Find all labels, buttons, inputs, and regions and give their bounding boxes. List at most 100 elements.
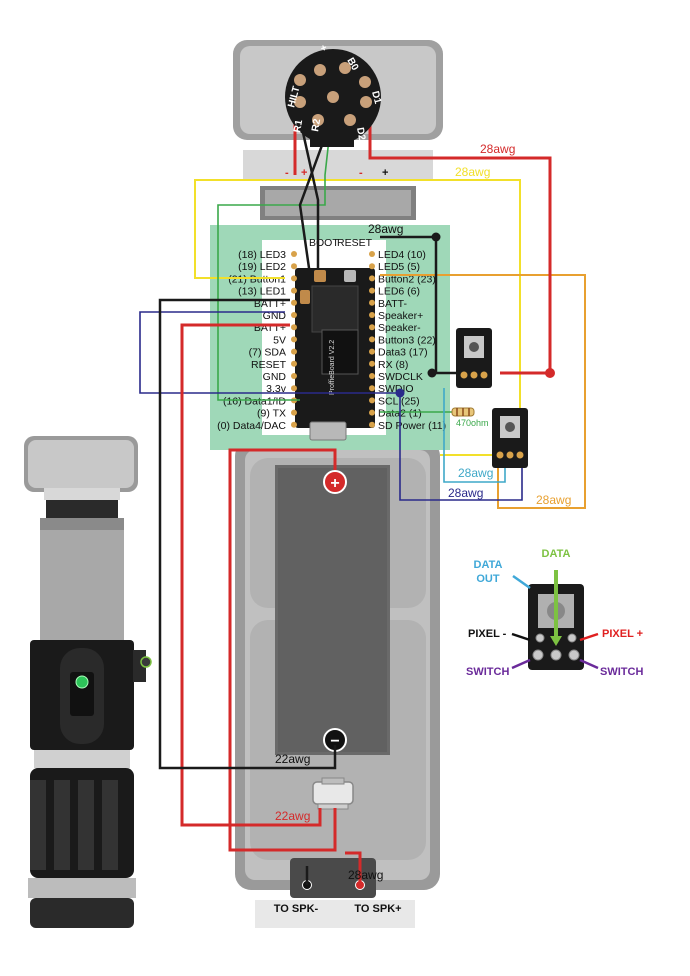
board-pin-headers xyxy=(291,251,375,428)
right-pin-pad xyxy=(369,287,375,294)
connector-pin-label: R2 xyxy=(310,118,323,133)
connector-pin-label: + xyxy=(319,42,328,54)
red-wire-junction xyxy=(545,368,555,378)
left-pin-label: (18) LED3 xyxy=(238,249,286,261)
data-out-arrow xyxy=(512,574,531,590)
awg-label-22-red: 22awg xyxy=(275,809,310,823)
legend-data-out-line1: DATA xyxy=(474,559,503,571)
resistor-label: 470ohm xyxy=(456,418,489,428)
right-pin-label: SWDCLK xyxy=(378,371,423,383)
switch-left-arrow xyxy=(511,658,531,670)
orange-wire xyxy=(380,274,586,509)
left-pin-pad xyxy=(291,251,297,257)
right-pin-pad xyxy=(369,263,375,270)
right-pin-pad xyxy=(369,324,375,331)
battery-plus-symbol: + xyxy=(330,475,339,492)
right-pin-label: SCL (25) xyxy=(378,395,420,407)
black-wire-junction-top xyxy=(431,232,441,242)
right-pin-pad xyxy=(369,421,375,428)
switch-right-arrow xyxy=(579,658,599,670)
awg-label-red: 28awg xyxy=(480,142,515,156)
black-wire-junction-mid xyxy=(427,368,437,378)
left-pin-label: GND xyxy=(263,371,287,383)
proffie-board: ProffieBoard V2.2 xyxy=(295,268,375,441)
awg-label-navy: 28awg xyxy=(448,486,483,500)
left-pin-label: (0) Data4/DAC xyxy=(217,420,286,432)
right-pin-label: LED5 (5) xyxy=(378,261,420,273)
left-pin-label: (19) LED2 xyxy=(238,261,286,273)
awg-label-yellow: 28awg xyxy=(455,165,490,179)
left-pin-pad xyxy=(291,336,297,343)
conn-minus-2: - xyxy=(359,167,363,179)
connector-pin-label: HILT xyxy=(286,85,302,109)
resistor xyxy=(451,407,475,417)
left-pin-pad xyxy=(291,385,297,392)
legend-data-label: DATA xyxy=(542,548,571,560)
right-pin-pad xyxy=(369,251,375,257)
legend-data-out-line2: OUT xyxy=(476,573,500,585)
awg-label-speaker: 28awg xyxy=(348,868,383,882)
right-pin-pad xyxy=(369,385,375,392)
conn-plus-2: + xyxy=(382,167,388,179)
awg-label-black: 28awg xyxy=(368,222,403,236)
red-wire-speaker xyxy=(345,851,362,885)
conn-plus-1: + xyxy=(301,167,307,179)
saber-hilt-illustration xyxy=(24,436,152,928)
red-wire-batt-plus xyxy=(228,448,337,852)
cyan-wire xyxy=(443,388,506,483)
right-pin-pad xyxy=(369,373,375,379)
legend-switch-right: SWITCH xyxy=(600,666,643,678)
left-pin-label: (9) TX xyxy=(257,408,286,420)
speaker-minus-label: TO SPK- xyxy=(274,903,319,915)
connector-pin-label: R1 xyxy=(292,119,305,134)
left-pin-pad xyxy=(291,421,297,428)
right-pin-pad xyxy=(369,312,375,318)
hilt-connector-board xyxy=(285,49,381,147)
hilt-connector-housing xyxy=(233,40,443,220)
navy-wire-junction xyxy=(395,388,405,398)
left-pin-pad xyxy=(291,324,297,331)
speaker-plus-label: TO SPK+ xyxy=(354,903,401,915)
right-pin-label: LED4 (10) xyxy=(378,249,426,261)
board-chip-text: ProffieBoard V2.2 xyxy=(329,340,336,395)
speaker-block xyxy=(290,858,376,898)
left-pin-label: (16) Data1/ID xyxy=(223,395,286,407)
left-pin-label: (7) SDA xyxy=(249,347,286,359)
right-pin-label: RX (8) xyxy=(378,359,408,371)
connector-pm-labels: - + - + xyxy=(285,167,388,179)
left-pin-pad xyxy=(291,275,297,282)
right-pin-label: Speaker+ xyxy=(378,310,423,322)
red-wire-batt xyxy=(180,323,322,827)
right-pin-label: Data3 (17) xyxy=(378,347,428,359)
conn-minus-1: - xyxy=(285,167,289,179)
button-pcb-2 xyxy=(492,408,528,468)
right-pin-label: SD Power (11) xyxy=(378,420,446,432)
right-pin-pad xyxy=(369,360,375,367)
left-pin-label: RESET xyxy=(251,359,287,371)
right-pin-label: Button3 (22) xyxy=(378,334,436,346)
right-pin-pad xyxy=(369,275,375,282)
legend-switch-left: SWITCH xyxy=(466,666,509,678)
battery-minus-symbol: − xyxy=(330,733,339,750)
power-switch xyxy=(312,777,354,810)
pixel-plus-arrow xyxy=(579,632,599,642)
left-pin-label: (13) LED1 xyxy=(238,286,286,298)
right-pin-label: BATT- xyxy=(378,298,407,310)
right-pin-label: LED6 (6) xyxy=(378,286,420,298)
right-pin-label: Speaker- xyxy=(378,322,421,334)
left-pin-label: (21) Button1 xyxy=(228,273,286,285)
left-pin-pad xyxy=(291,409,297,416)
awg-label-22-black: 22awg xyxy=(275,752,310,766)
connector-pin-label: D1 xyxy=(369,90,383,106)
right-pin-pad xyxy=(369,348,375,355)
reset-label: RESET xyxy=(337,237,373,249)
right-pin-pad xyxy=(369,336,375,343)
left-pin-label: GND xyxy=(263,310,287,322)
black-wire-gnd xyxy=(158,298,337,770)
left-pin-pad xyxy=(291,312,297,318)
left-pin-labels: (18) LED3(19) LED2(21) Button1(13) LED1B… xyxy=(217,249,287,432)
left-pin-pad xyxy=(291,373,297,379)
awg-label-orange: 28awg xyxy=(536,493,571,507)
legend-pixel-minus: PIXEL - xyxy=(468,628,507,640)
